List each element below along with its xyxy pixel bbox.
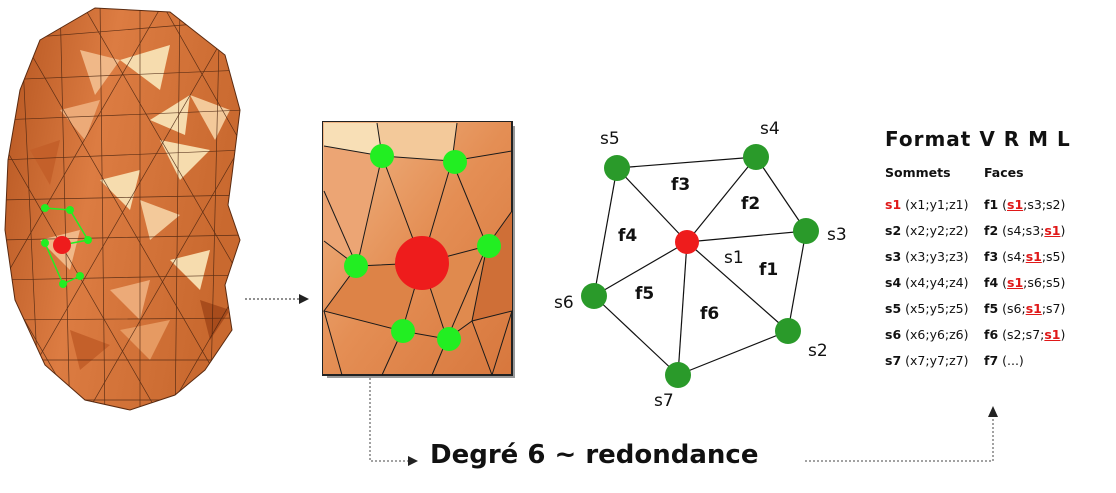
zoom-neighbor-vertex [344,254,368,278]
face-def: (s6; [1002,301,1026,316]
face-def: ;s6;s5) [1023,275,1066,290]
vertex-id: s4 [885,275,902,290]
graph-vertex-s4 [743,144,769,170]
face-vertex-edge [44,242,64,285]
graph-face-f3: f3 [671,175,690,195]
zoom-neighbor-vertex [443,150,467,174]
vrml-row: s7 (x7;y7;z7) f7 (...) [885,353,1116,375]
graph-label-s3: s3 [827,225,847,245]
vertex-id: s3 [885,249,902,264]
face-def: (s4; [1002,249,1026,264]
vertex-id: s5 [885,301,902,316]
vertex-coords: (x2;y2;z2) [905,223,969,238]
vertex-coords: (x5;y5;z5) [905,301,969,316]
face-def: ( [1002,197,1008,212]
zoom-center-vertex [395,236,449,290]
graph-face-f4: f4 [618,226,637,246]
vrml-title: Format V R M L [885,127,1071,151]
graph-vertex-s3 [793,218,819,244]
vertex-graph: s1 s2 s3 s4 s5 s6 s7 f1 f2 f3 f4 f5 f6 [554,119,847,410]
face-def: (...) [1002,353,1024,368]
vrml-row: s5 (x5;y5;z5) f5 (s6;s1;s7) [885,301,1116,323]
face-def: ;s7) [1041,301,1066,316]
graph-face-f5: f5 [635,284,654,304]
vertex-coords: (x3;y3;z3) [905,249,969,264]
shared-vertex: s1 [1025,301,1042,316]
graph-label-s7: s7 [654,391,674,410]
face-def: ( [1002,275,1008,290]
face-def: ;s3;s2) [1023,197,1066,212]
vertices-header: Sommets [885,165,951,180]
face-def: (s4;s3; [1002,223,1045,238]
shared-vertex: s1 [1007,275,1024,290]
graph-vertex-s5 [604,155,630,181]
vertex-coords: (x1;y1;z1) [905,197,969,212]
vrml-row: s6 (x6;y6;z6) f6 (s2;s7;s1) [885,327,1116,349]
zoom-neighbor-vertex [391,319,415,343]
vrml-row: s1 (x1;y1;z1) f1 (s1;s3;s2) [885,197,1116,219]
zoom-neighbor-vertex [370,144,394,168]
graph-vertex-s6 [581,283,607,309]
graph-face-f6: f6 [700,304,719,324]
face-def: (s2;s7; [1002,327,1045,342]
face-neighbor-vertex [59,280,67,288]
face-vertex-edge [44,207,71,211]
graph-label-s2: s2 [808,341,828,361]
graph-vertex-s2 [775,318,801,344]
face-id: f1 [984,197,999,212]
graph-vertex-s7 [665,362,691,388]
zoom-neighbor-vertex [437,327,461,351]
zoom-neighbor-vertex [477,234,501,258]
vrml-row: s3 (x3;y3;z3) f3 (s4;s1;s5) [885,249,1116,271]
zoomed-mesh-panel [322,121,515,378]
face-id: f3 [984,249,999,264]
vrml-row: s4 (x4;y4;z4) f4 (s1;s6;s5) [885,275,1116,297]
vertex-coords: (x6;y6;z6) [905,327,969,342]
face-center-vertex [53,236,71,254]
face-neighbor-vertex [84,236,92,244]
zoom-arrow [245,294,309,304]
face-mesh-image [4,7,241,411]
face-id: f6 [984,327,999,342]
graph-label-s4: s4 [760,119,780,139]
graph-label-s6: s6 [554,293,574,313]
vrml-format-table: Format V R M L Sommets Faces s1 (x1;y1;z… [885,127,1116,368]
shared-vertex: s1 [1007,197,1024,212]
face-id: f4 [984,275,999,290]
face-neighbor-vertex [66,206,74,214]
vertex-coords: (x7;y7;z7) [905,353,969,368]
graph-face-f2: f2 [741,194,760,214]
graph-face-f1: f1 [759,260,778,280]
graph-vertex-s1 [675,230,699,254]
face-def: ) [1060,223,1066,238]
vertex-id: s6 [885,327,902,342]
vertex-id: s2 [885,223,902,238]
degree-redundancy-label: Degré 6 ~ redondance [430,440,759,470]
face-vertex-edge [69,209,89,241]
faces-header: Faces [984,165,1024,180]
face-id: f5 [984,301,999,316]
face-def: ) [1060,327,1066,342]
vertex-id: s7 [885,353,902,368]
face-neighbor-vertex [76,272,84,280]
shared-vertex: s1 [1044,327,1061,342]
face-neighbor-vertex [41,239,49,247]
shared-vertex: s1 [1044,223,1061,238]
vertex-coords: (x4;y4;z4) [905,275,969,290]
face-id: f7 [984,353,999,368]
graph-label-s5: s5 [600,129,620,149]
vrml-row: s2 (x2;y2;z2) f2 (s4;s3;s1) [885,223,1116,245]
graph-label-s1: s1 [724,248,744,268]
face-def: ;s5) [1041,249,1066,264]
face-neighbor-vertex [41,204,49,212]
vertex-id: s1 [885,197,902,212]
shared-vertex: s1 [1025,249,1042,264]
face-id: f2 [984,223,999,238]
